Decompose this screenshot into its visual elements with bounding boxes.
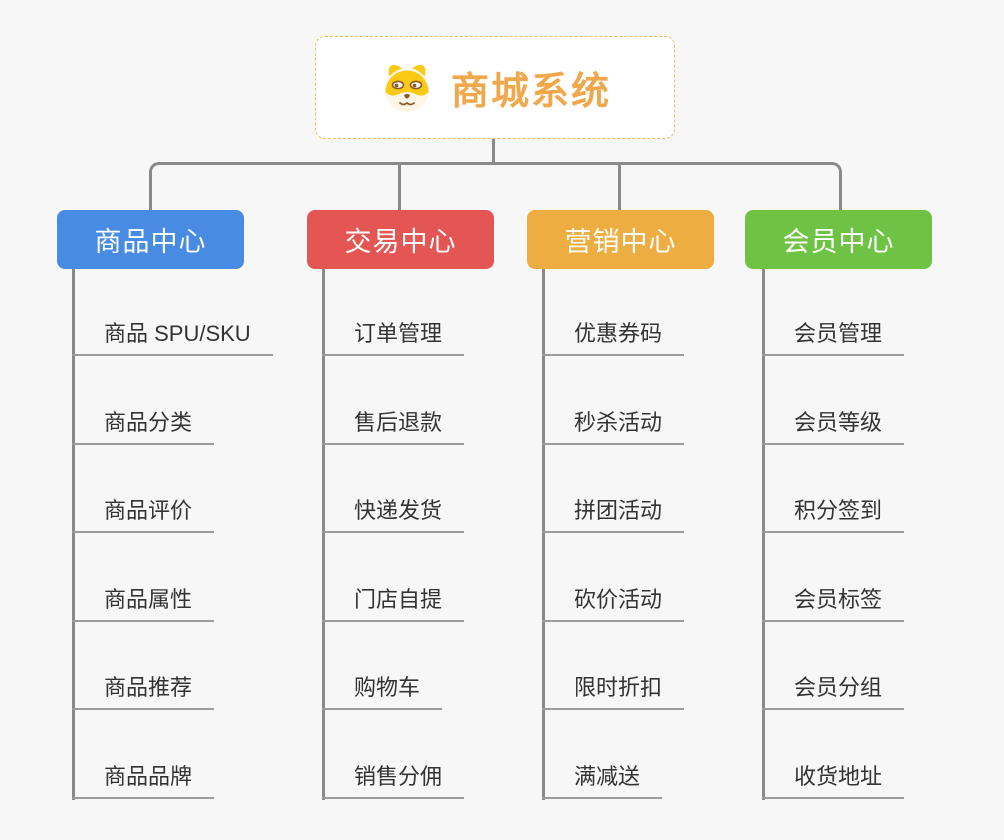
leaf-node[interactable]: 拼团活动 — [542, 493, 685, 533]
leaf-node[interactable]: 购物车 — [322, 670, 443, 710]
leaf-node[interactable]: 快递发货 — [322, 493, 465, 533]
leaf-node[interactable]: 商品推荐 — [72, 670, 215, 710]
dog-face-icon — [384, 64, 429, 112]
leaf-node[interactable]: 会员等级 — [762, 405, 905, 445]
branch-label: 营销中心 — [564, 227, 677, 257]
leaf-node[interactable]: 门店自提 — [322, 582, 465, 622]
leaf-node[interactable]: 销售分佣 — [322, 759, 465, 799]
branch-label: 交易中心 — [344, 227, 457, 257]
column-trunk-line — [762, 269, 765, 800]
leaf-node[interactable]: 收货地址 — [762, 759, 905, 799]
leaf-node[interactable]: 售后退款 — [322, 405, 465, 445]
column-trunk-line — [72, 269, 75, 800]
root-connector-line — [492, 137, 495, 163]
leaf-node[interactable]: 满减送 — [542, 759, 663, 799]
root-node[interactable]: 商城系统 — [315, 36, 675, 139]
leaf-node[interactable]: 订单管理 — [322, 316, 465, 356]
leaf-node[interactable]: 会员标签 — [762, 582, 905, 622]
branch-trade-center[interactable]: 交易中心 — [307, 210, 494, 269]
leaf-node[interactable]: 商品评价 — [72, 493, 215, 533]
branch-marketing-center[interactable]: 营销中心 — [527, 210, 714, 269]
column-trunk-line — [322, 269, 325, 800]
leaf-node[interactable]: 限时折扣 — [542, 670, 685, 710]
leaf-node[interactable]: 积分签到 — [762, 493, 905, 533]
branch-member-center[interactable]: 会员中心 — [745, 210, 932, 269]
leaf-node[interactable]: 会员分组 — [762, 670, 905, 710]
branch-bracket-line — [149, 162, 842, 213]
leaf-node[interactable]: 秒杀活动 — [542, 405, 685, 445]
leaf-node[interactable]: 商品分类 — [72, 405, 215, 445]
branch-label: 会员中心 — [782, 227, 895, 257]
branch-drop-line — [398, 164, 401, 210]
leaf-node[interactable]: 会员管理 — [762, 316, 905, 356]
leaf-node[interactable]: 商品品牌 — [72, 759, 215, 799]
branch-product-center[interactable]: 商品中心 — [57, 210, 244, 269]
column-trunk-line — [542, 269, 545, 800]
root-title: 商城系统 — [450, 71, 611, 113]
branch-label: 商品中心 — [94, 227, 207, 257]
branch-drop-line — [618, 164, 621, 210]
leaf-node[interactable]: 砍价活动 — [542, 582, 685, 622]
leaf-node[interactable]: 优惠券码 — [542, 316, 685, 356]
leaf-node[interactable]: 商品属性 — [72, 582, 215, 622]
leaf-node[interactable]: 商品 SPU/SKU — [72, 316, 273, 356]
